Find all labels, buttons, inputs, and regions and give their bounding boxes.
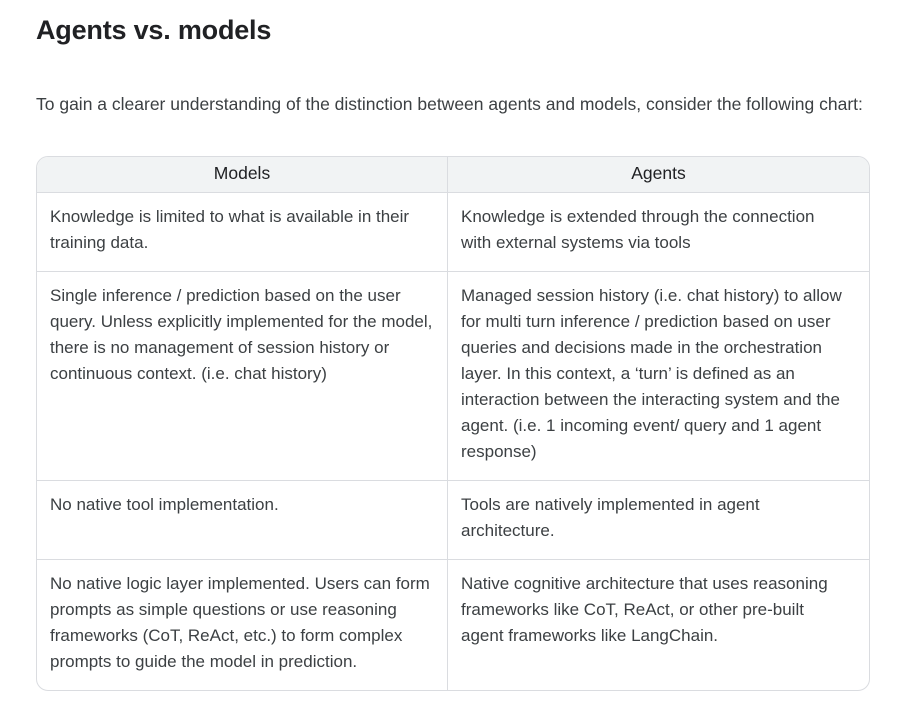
cell-agents-tools: Tools are natively implemented in agent … [447, 480, 869, 560]
cell-agents-knowledge: Knowledge is extended through the connec… [447, 192, 869, 272]
intro-paragraph: To gain a clearer understanding of the d… [36, 94, 863, 115]
cell-models-inference: Single inference / prediction based on t… [37, 271, 447, 480]
column-header-models: Models [37, 157, 447, 193]
table-row-inference: Single inference / prediction based on t… [37, 271, 869, 481]
table-header-row: Models Agents [37, 157, 869, 193]
table-row-tools: No native tool implementation. Tools are… [37, 480, 869, 560]
comparison-table: Models Agents Knowledge is limited to wh… [36, 156, 870, 692]
table-row-logic-layer: No native logic layer implemented. Users… [37, 559, 869, 691]
cell-models-logic-layer: No native logic layer implemented. Users… [37, 559, 447, 690]
cell-agents-session-history: Managed session history (i.e. chat histo… [447, 271, 869, 481]
cell-agents-cognitive-architecture: Native cognitive architecture that uses … [447, 559, 869, 691]
column-header-agents: Agents [447, 157, 869, 193]
page-title: Agents vs. models [36, 15, 272, 45]
table-row-knowledge: Knowledge is limited to what is availabl… [37, 192, 869, 272]
cell-models-tools: No native tool implementation. [37, 480, 447, 559]
cell-models-knowledge: Knowledge is limited to what is availabl… [37, 192, 447, 271]
